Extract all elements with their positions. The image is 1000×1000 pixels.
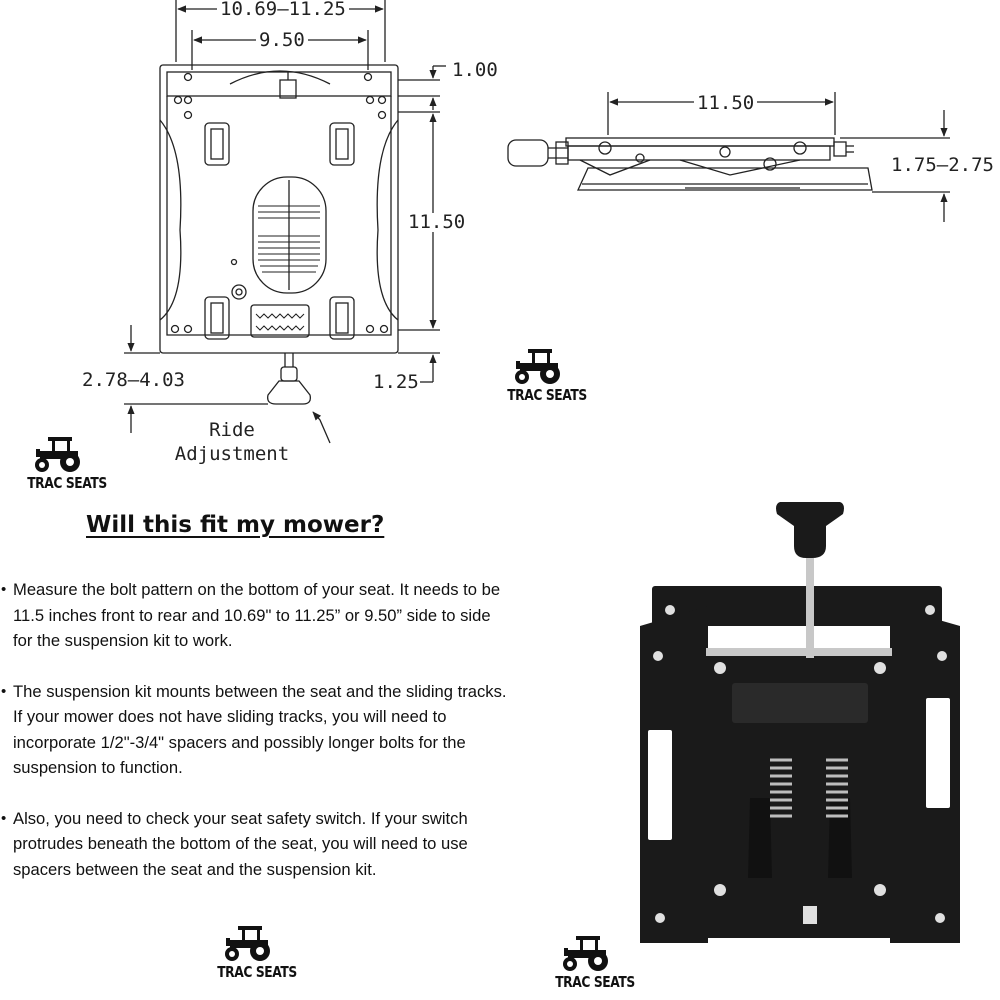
dim-length-label: 11.50 [408, 211, 466, 233]
list-item: The suspension kit mounts between the se… [0, 679, 510, 781]
trac-seats-logo: TRAC SEATS [210, 924, 297, 981]
ride-adjustment-label: Ride Adjustment [174, 419, 290, 465]
logo-text: TRAC SEATS [507, 386, 587, 404]
dim-inner-width-label: 9.50 [256, 31, 308, 50]
side-view-drawing [507, 92, 950, 222]
trac-seats-logo: TRAC SEATS [548, 934, 635, 991]
dim-top-offset-label: 1.00 [452, 59, 498, 81]
tractor-icon [515, 349, 560, 384]
suspension-kit-photo [640, 502, 960, 943]
logo-text: TRAC SEATS [27, 474, 107, 492]
tractor-icon [563, 936, 608, 971]
side-dim-length-label: 11.50 [694, 94, 758, 113]
logo-text: TRAC SEATS [217, 963, 297, 981]
tractor-icon [225, 926, 270, 961]
list-item: Also, you need to check your seat safety… [0, 806, 510, 883]
dim-outer-width-label: 10.69–11.25 [217, 0, 349, 19]
logo-text: TRAC SEATS [555, 973, 635, 991]
trac-seats-logo: TRAC SEATS [500, 347, 587, 404]
dim-bottom-left-label: 2.78–4.03 [82, 369, 185, 391]
page-heading: Will this fit my mower? [86, 512, 385, 538]
side-dim-height-label: 1.75–2.75 [891, 154, 994, 176]
bullet-list: Measure the bolt pattern on the bottom o… [0, 577, 510, 907]
trac-seats-logo: TRAC SEATS [20, 435, 107, 492]
top-view-drawing [124, 0, 446, 444]
tractor-icon [35, 437, 80, 472]
dim-bottom-right-label: 1.25 [373, 371, 419, 393]
list-item: Measure the bolt pattern on the bottom o… [0, 577, 510, 654]
